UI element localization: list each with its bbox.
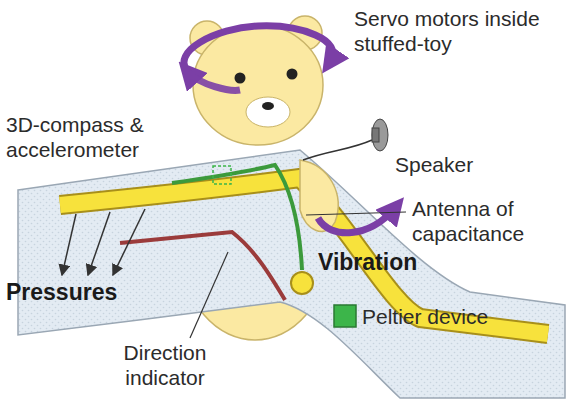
arm-rotation-arrow — [318, 208, 395, 233]
antenna-line — [172, 165, 302, 270]
speaker — [372, 119, 388, 151]
direction-label: Direction indicator — [100, 340, 230, 390]
speaker-label: Speaker — [395, 152, 515, 177]
pressure-arrow — [62, 214, 76, 275]
compass-label: 3D-compass & accelerometer — [6, 112, 156, 162]
speaker-wire — [303, 140, 372, 160]
bear-eye — [287, 69, 298, 80]
vibration-motor — [291, 272, 313, 294]
vibration-label: Vibration — [318, 250, 448, 275]
bear-nose — [262, 102, 274, 110]
bear-snout — [246, 97, 290, 127]
direction-indicator-line — [120, 232, 285, 300]
sensor-sheet — [18, 150, 565, 398]
antenna-label: Antenna of capacitance — [412, 196, 562, 246]
pressure-arrow — [113, 209, 145, 275]
peltier-label: Peltier device — [362, 304, 542, 329]
leader-line — [190, 252, 228, 338]
head-rotation-arrow — [184, 26, 333, 72]
pressure-arrow — [88, 212, 110, 275]
peltier-device — [334, 305, 356, 327]
pressures-label: Pressures — [6, 280, 136, 305]
compass-marker — [213, 166, 231, 184]
bear-eye — [235, 73, 246, 84]
speaker-body — [372, 128, 379, 142]
leader-line — [306, 212, 406, 215]
head-rotation-arrow — [188, 72, 240, 90]
servo-label: Servo motors inside stuffed-toy — [354, 6, 544, 56]
